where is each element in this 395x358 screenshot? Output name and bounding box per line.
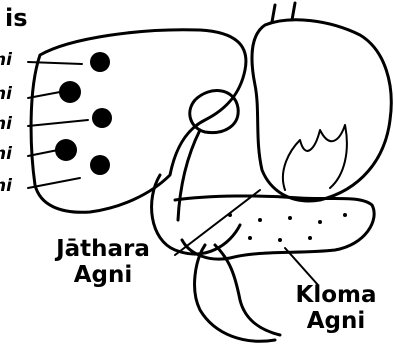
bhuta-agni-label-3: ni [0,114,12,134]
pancreas-dots [228,213,347,242]
bhuta-agni-label-2: ni [0,84,12,104]
intestine-outline [195,245,280,341]
agni-pointer-3 [28,120,88,126]
pancreas-outline [175,196,374,259]
liver-outline [31,30,246,213]
bhuta-agni-label-1: ni [0,50,12,70]
kloma-pointer [285,248,318,285]
flame-sketch [283,125,347,190]
jathara-agni-line2: Agni [38,262,168,288]
fire-mark [90,155,110,175]
bhuta-agni-label-4: ni [0,144,12,164]
diagram-title-fragment: is [5,4,28,32]
kloma-agni-line2: Agni [286,308,386,334]
bhuta-agni-label-5: ni [0,176,12,196]
jathara-agni-label: Jāthara Agni [38,236,168,288]
kloma-agni-line1: Kloma [286,282,386,308]
fire-mark [55,139,77,161]
kloma-agni-label: Kloma Agni [286,282,386,334]
fire-mark-group [55,52,112,175]
fire-mark [59,81,81,103]
jathara-agni-line1: Jāthara [38,236,168,262]
fire-mark [90,52,110,72]
fire-mark [92,108,112,128]
stomach-outline [252,20,391,201]
